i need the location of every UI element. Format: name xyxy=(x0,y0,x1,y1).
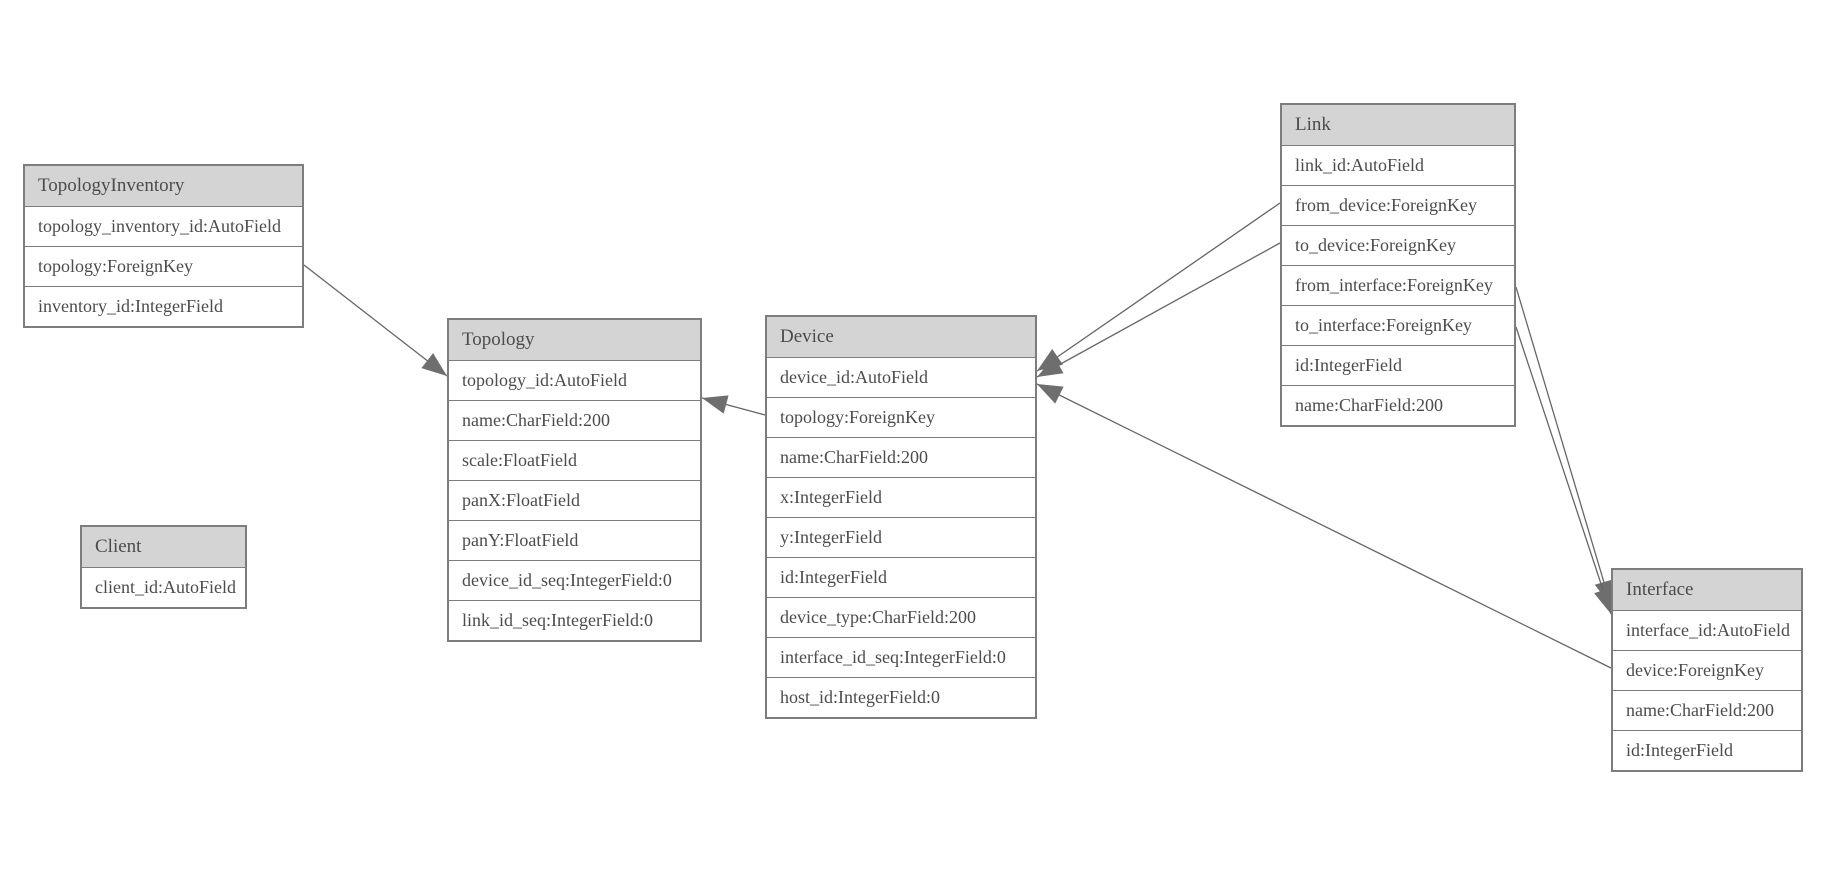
entity-header-client: Client xyxy=(82,527,245,567)
edge-link-frominterface-interface xyxy=(1515,286,1612,607)
entity-field-topology-6: link_id_seq:IntegerField:0 xyxy=(449,600,700,640)
entity-field-link-1: from_device:ForeignKey xyxy=(1282,185,1514,225)
entity-header-interface: Interface xyxy=(1613,570,1801,610)
entity-field-interface-1: device:ForeignKey xyxy=(1613,650,1801,690)
entity-field-interface-2: name:CharField:200 xyxy=(1613,690,1801,730)
entity-field-topology-inventory-1: topology:ForeignKey xyxy=(25,246,302,286)
edge-topologyinventory-topology xyxy=(303,264,448,377)
entity-field-topology-5: device_id_seq:IntegerField:0 xyxy=(449,560,700,600)
entity-field-topology-inventory-0: topology_inventory_id:AutoField xyxy=(25,206,302,246)
entity-field-device-3: x:IntegerField xyxy=(767,477,1035,517)
entity-field-device-2: name:CharField:200 xyxy=(767,437,1035,477)
arrowhead-interface-device xyxy=(1037,384,1064,404)
edge-link-fromdevice-device xyxy=(1036,202,1281,372)
entity-field-topology-1: name:CharField:200 xyxy=(449,400,700,440)
entity-field-link-6: name:CharField:200 xyxy=(1282,385,1514,425)
entity-field-topology-4: panY:FloatField xyxy=(449,520,700,560)
entity-field-device-8: host_id:IntegerField:0 xyxy=(767,677,1035,717)
arrowhead-link-tointerface-interface xyxy=(1594,587,1613,614)
entity-field-device-4: y:IntegerField xyxy=(767,517,1035,557)
edge-link-todevice-device xyxy=(1036,242,1281,378)
entity-field-link-0: link_id:AutoField xyxy=(1282,145,1514,185)
entity-field-link-4: to_interface:ForeignKey xyxy=(1282,305,1514,345)
entity-header-topology-inventory: TopologyInventory xyxy=(25,166,302,206)
entity-field-link-5: id:IntegerField xyxy=(1282,345,1514,385)
entity-field-topology-inventory-2: inventory_id:IntegerField xyxy=(25,286,302,326)
entity-field-topology-2: scale:FloatField xyxy=(449,440,700,480)
entity-field-device-1: topology:ForeignKey xyxy=(767,397,1035,437)
entity-field-topology-3: panX:FloatField xyxy=(449,480,700,520)
entity-header-link: Link xyxy=(1282,105,1514,145)
entity-field-device-6: device_type:CharField:200 xyxy=(767,597,1035,637)
entity-field-device-5: id:IntegerField xyxy=(767,557,1035,597)
arrowhead-link-fromdevice-device xyxy=(1037,348,1063,371)
edge-device-topology xyxy=(701,397,766,416)
entity-field-interface-3: id:IntegerField xyxy=(1613,730,1801,770)
entity-field-topology-0: topology_id:AutoField xyxy=(449,360,700,400)
edge-link-tointerface-interface xyxy=(1515,326,1612,615)
entity-field-device-7: interface_id_seq:IntegerField:0 xyxy=(767,637,1035,677)
arrowhead-topologyinventory-topology xyxy=(421,353,447,376)
arrowhead-device-topology xyxy=(702,395,729,414)
entity-field-link-3: from_interface:ForeignKey xyxy=(1282,265,1514,305)
entity-field-interface-0: interface_id:AutoField xyxy=(1613,610,1801,650)
entity-field-device-0: device_id:AutoField xyxy=(767,357,1035,397)
entity-field-client-0: client_id:AutoField xyxy=(82,567,245,607)
entity-field-link-2: to_device:ForeignKey xyxy=(1282,225,1514,265)
arrowhead-link-todevice-device xyxy=(1037,356,1064,377)
entity-header-topology: Topology xyxy=(449,320,700,360)
entity-header-device: Device xyxy=(767,317,1035,357)
